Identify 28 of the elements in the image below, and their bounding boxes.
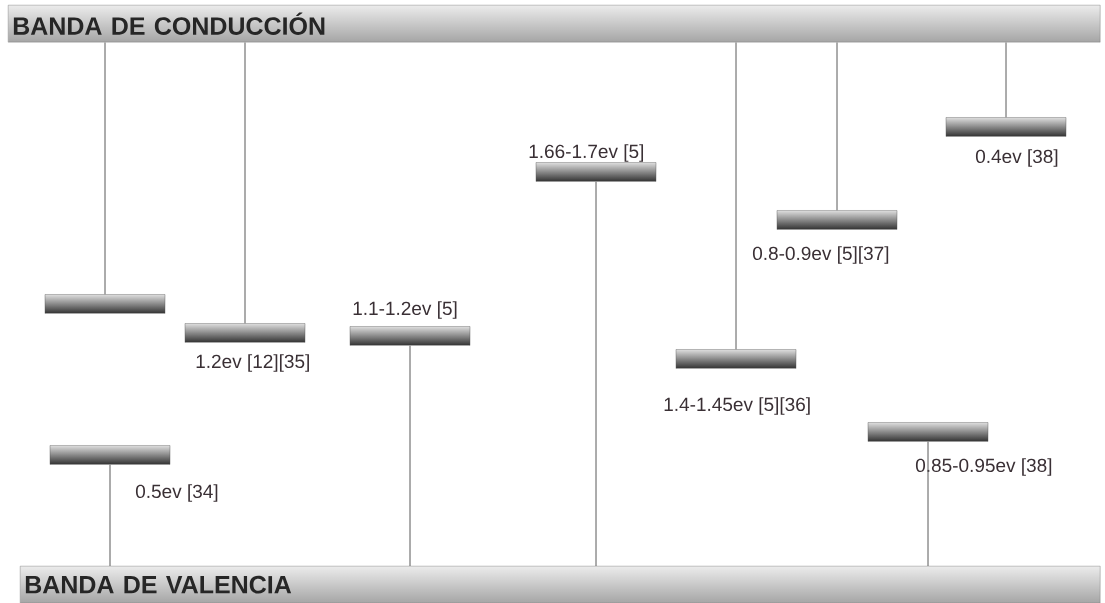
value-label: 0.5ev [34] — [135, 484, 218, 502]
level-bar — [184, 323, 309, 372]
value-label: 1.4-1.45ev [5][36] — [664, 397, 810, 415]
level-bar — [664, 349, 810, 415]
band-bar: BANDA DE CONDUCCIÓN — [8, 5, 1101, 43]
connector-line — [1005, 41, 1007, 118]
connector-line — [109, 464, 111, 567]
connector-line — [927, 441, 929, 567]
level-bar — [49, 445, 218, 502]
value-label: 0.85-0.95ev [38] — [915, 458, 1052, 476]
level-bar — [752, 210, 898, 264]
connector-line — [595, 181, 597, 567]
value-label: 0.8-0.9ev [5][37] — [752, 246, 889, 264]
connector-line — [244, 41, 246, 324]
level-bar — [945, 117, 1067, 167]
connector-line — [836, 41, 838, 211]
level-bar — [44, 294, 166, 314]
connector-line — [409, 345, 411, 567]
level-bar — [529, 144, 657, 182]
band-bar: BANDA DE VALENCIA — [20, 566, 1101, 603]
connector-line — [104, 41, 106, 295]
value-label: 1.1-1.2ev [5] — [353, 301, 457, 319]
level-bar — [867, 422, 1052, 476]
value-label: 0.4ev [38] — [975, 149, 1058, 167]
value-label: 1.2ev [12][35] — [196, 354, 309, 372]
connector-line — [735, 41, 737, 350]
level-bar — [349, 301, 471, 346]
value-label: 1.66-1.7ev [5] — [529, 144, 643, 162]
